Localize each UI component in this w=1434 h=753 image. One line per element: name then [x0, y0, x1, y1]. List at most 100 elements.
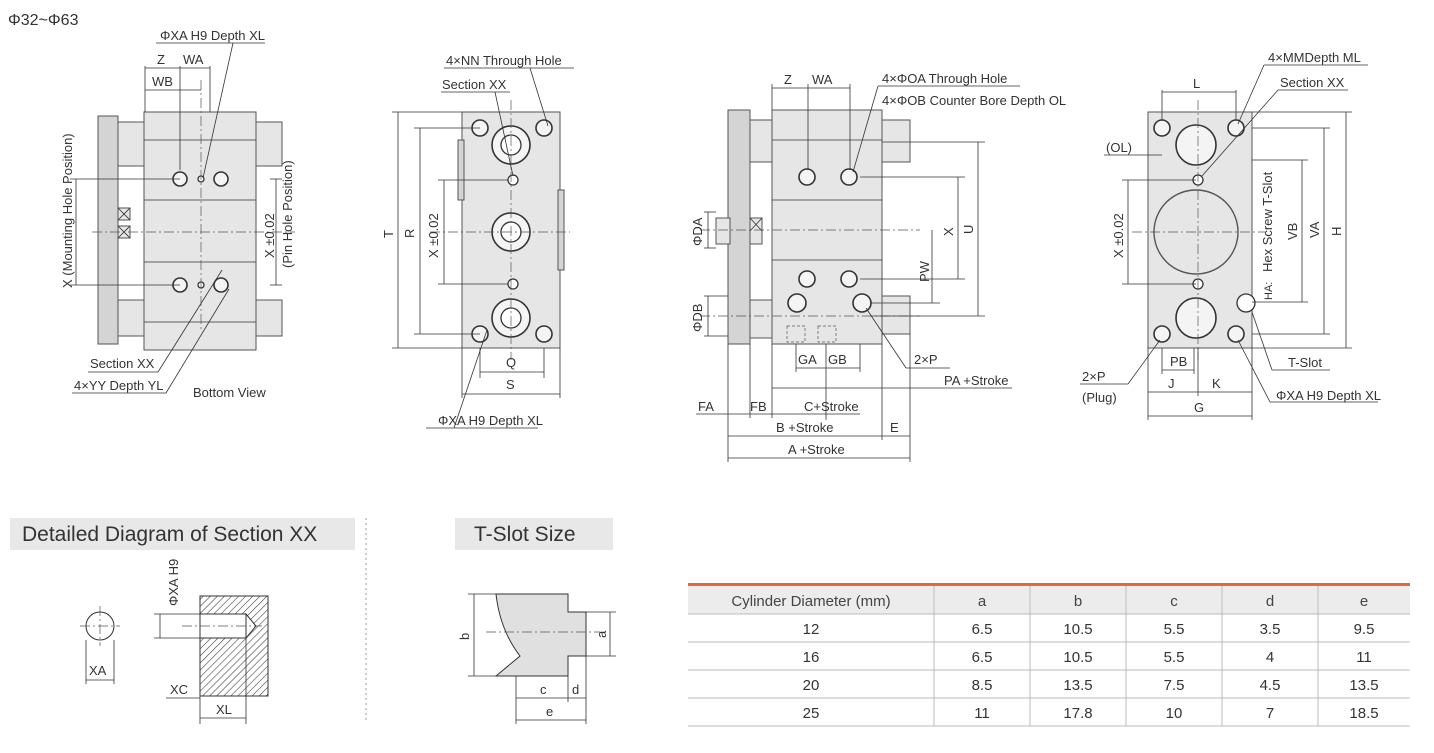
callout-p-3: 2×P — [914, 352, 938, 367]
tslot-c: c — [540, 682, 547, 697]
table-cell: 4 — [1266, 649, 1274, 666]
table-cell: 5.5 — [1164, 621, 1185, 638]
tslot-e: e — [546, 704, 553, 719]
table-cell: 16 — [803, 649, 820, 666]
table-header-cell: b — [1074, 593, 1082, 610]
dim-j: J — [1168, 376, 1175, 391]
section-xc: XC — [170, 682, 188, 697]
section-detail: Detailed Diagram of Section XX XA ΦXA H9… — [10, 518, 367, 724]
dim-x-4: X ±0.02 — [1111, 213, 1126, 258]
table-header-cell: Cylinder Diameter (mm) — [731, 593, 890, 610]
dim-x-3: X — [941, 227, 956, 236]
dim-hex: Hex Screw T-Slot — [1260, 171, 1275, 272]
callout-p-4: 2×P — [1082, 369, 1106, 384]
table-cell: 8.5 — [972, 677, 993, 694]
table-header-cell: d — [1266, 593, 1274, 610]
dim-c: C+Stroke — [804, 399, 859, 414]
tslot-a: a — [594, 630, 609, 638]
dim-g: G — [1194, 400, 1204, 415]
table-cell: 18.5 — [1349, 705, 1378, 722]
callout-nn: 4×NN Through Hole — [446, 53, 562, 68]
table-cell: 17.8 — [1063, 705, 1092, 722]
dim-k: K — [1212, 376, 1221, 391]
callout-section-xx: Section XX — [90, 356, 155, 371]
section-xa: XA — [89, 663, 107, 678]
section-xa-vert: ΦXA H9 — [166, 559, 181, 606]
dim-da: ΦDA — [690, 217, 705, 246]
callout-mm: 4×MMDepth ML — [1268, 50, 1361, 65]
dim-fa: FA — [698, 399, 714, 414]
dim-q: Q — [506, 355, 516, 370]
dim-wb: WB — [152, 74, 173, 89]
dim-x-mounting: X (Mounting Hole Position) — [60, 133, 75, 288]
tslot-size: T-Slot Size b a c d e — [455, 518, 616, 724]
table-cell: 4.5 — [1260, 677, 1281, 694]
bottom-view: Z WA WB ΦXA H9 Depth XL X (Mounting Hole… — [60, 28, 295, 400]
callout-plug: (Plug) — [1082, 390, 1117, 405]
callout-section-xx-4: Section XX — [1280, 75, 1345, 90]
dim-va: VA — [1307, 221, 1322, 238]
dim-vb: VB — [1285, 223, 1300, 240]
dim-t: T — [381, 230, 396, 238]
table-cell: 10 — [1166, 705, 1183, 722]
table-cell: 7 — [1266, 705, 1274, 722]
table-cell: 9.5 — [1354, 621, 1375, 638]
callout-xa: ΦXA H9 Depth XL — [160, 28, 265, 43]
table-cell: 5.5 — [1164, 649, 1185, 666]
dim-l: L — [1193, 76, 1200, 91]
dim-ha: HA: — [1263, 282, 1275, 300]
dim-db: ΦDB — [690, 304, 705, 332]
table-accent-bar — [688, 583, 1410, 586]
dim-x-pin-sub: (Pin Hole Position) — [280, 160, 295, 268]
dim-z-3: Z — [784, 72, 792, 87]
bottom-view-label: Bottom View — [193, 385, 266, 400]
dim-gb: GB — [828, 352, 847, 367]
table-cell: 13.5 — [1349, 677, 1378, 694]
callout-xa-2: ΦXA H9 Depth XL — [438, 413, 543, 428]
dim-ol: (OL) — [1106, 140, 1132, 155]
end-view: T R X ±0.02 Q S 4×NN Through Hole Sectio… — [381, 53, 574, 429]
dim-pw: PW — [917, 260, 932, 282]
side-view: Z WA 4×ΦOA Through Hole 4×ΦOB Counter Bo… — [690, 71, 1066, 462]
dim-fb: FB — [750, 399, 767, 414]
dim-x: X ±0.02 — [426, 213, 441, 258]
dim-wa: WA — [183, 52, 204, 67]
table-header-cell: c — [1170, 593, 1178, 610]
tslot-title: T-Slot Size — [474, 523, 576, 546]
table-header-cell: a — [978, 593, 987, 610]
table-cell: 25 — [803, 705, 820, 722]
dim-r: R — [402, 229, 417, 238]
callout-ob: 4×ΦOB Counter Bore Depth OL — [882, 93, 1066, 108]
dim-u: U — [961, 225, 976, 234]
rear-view: L 4×MMDepth ML Section XX (OL) X ±0.02 H… — [1080, 50, 1381, 420]
table-cell: 7.5 — [1164, 677, 1185, 694]
section-xl: XL — [216, 702, 232, 717]
dim-x-pin: X ±0.02 — [262, 213, 277, 258]
table-cell: 20 — [803, 677, 820, 694]
callout-xa-4: ΦXA H9 Depth XL — [1276, 388, 1381, 403]
table-cell: 3.5 — [1260, 621, 1281, 638]
table-cell: 6.5 — [972, 649, 993, 666]
tslot-d: d — [572, 682, 579, 697]
section-detail-title: Detailed Diagram of Section XX — [22, 523, 317, 546]
dim-h: H — [1329, 227, 1344, 236]
table-cell: 10.5 — [1063, 649, 1092, 666]
callout-oa: 4×ΦOA Through Hole — [882, 71, 1007, 86]
dim-e: E — [890, 420, 899, 435]
dim-z: Z — [157, 52, 165, 67]
dim-s: S — [506, 377, 515, 392]
table-cell: 10.5 — [1063, 621, 1092, 638]
table-header-bg — [688, 586, 1410, 614]
dim-a: A +Stroke — [788, 442, 845, 457]
table-cell: 12 — [803, 621, 820, 638]
callout-yy: 4×YY Depth YL — [74, 378, 164, 393]
table-cell: 11 — [1356, 649, 1372, 666]
dim-wa-3: WA — [812, 72, 833, 87]
callout-tslot: T-Slot — [1288, 355, 1322, 370]
dim-pa: PA +Stroke — [944, 373, 1008, 388]
dim-pb: PB — [1170, 354, 1187, 369]
tslot-b: b — [457, 633, 472, 640]
table-cell: 6.5 — [972, 621, 993, 638]
